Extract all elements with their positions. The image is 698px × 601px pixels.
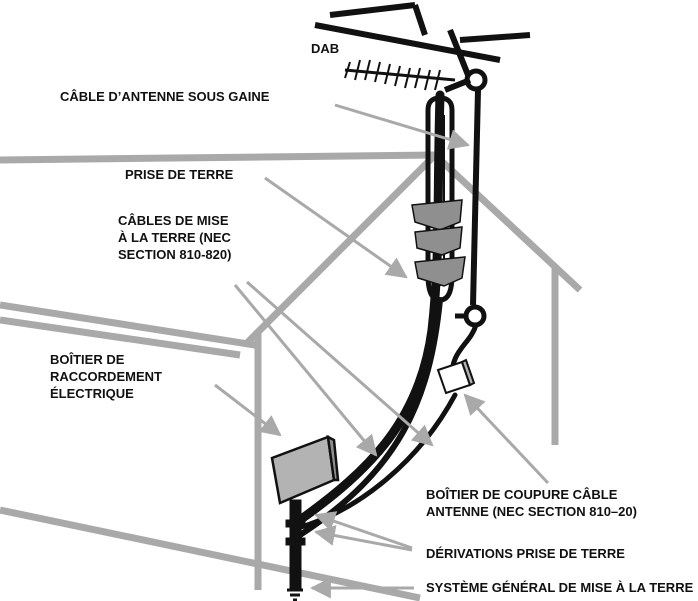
antenna-mast-top [447,28,473,82]
label-pointers [214,103,550,599]
pointer-ground-clamp [264,176,408,279]
lower-roof-top [0,301,256,349]
standoff-ring-bottom [463,304,487,328]
ground-wire-outer [295,90,445,525]
dab-boom [344,68,456,82]
pointer-ground-wires-a [233,284,378,457]
label-electric-box: BOÎTIER DE RACCORDEMENT ÉLECTRIQUE [50,351,162,402]
pointer-ground-clamps-a [314,511,413,550]
ground-wire-inner [297,297,443,538]
pointer-electric-box [214,383,282,437]
pointer-discharge-unit [463,393,550,485]
label-antenna-cable: CÂBLE D’ANTENNE SOUS GAINE [60,89,270,104]
label-discharge-unit: BOÎTIER DE COUPURE CÂBLE ANTENNE (NEC SE… [426,486,637,520]
label-ground-wires-line: SECTION 810-820) [118,247,232,262]
label-ground-wires: CÂBLES DE MISE À LA TERRE (NEC SECTION 8… [118,212,231,263]
dab-elements [344,59,441,91]
label-discharge-unit-line: ANTENNE (NEC SECTION 810–20) [426,504,637,519]
pointer-antenna-cable [334,103,471,150]
label-electric-box-line: BOÎTIER DE [50,352,125,367]
label-ground-wires-line: À LA TERRE (NEC [118,230,231,245]
upper-roof-eave [0,151,436,164]
label-ground-clamps: DÉRIVATIONS PRISE DE TERRE [426,546,625,561]
discharge-unit-box [436,358,476,395]
antenna-crossbar [314,22,501,63]
label-electric-box-line: ÉLECTRIQUE [50,386,134,401]
house-outline [0,151,583,601]
upper-roof-left-slope [242,152,438,348]
label-dab: DAB [311,41,340,56]
pointer-ground-clamps-b [313,525,413,552]
electric-service-box [270,434,340,505]
standoff-brackets [411,199,466,287]
ground-rod [285,499,306,601]
label-electric-box-line: RACCORDEMENT [50,369,162,384]
label-ground-clamp: PRISE DE TERRE [125,167,234,182]
house-wall-base [0,506,421,601]
antenna-mast [470,89,481,306]
upper-roof-right-slope [432,152,583,293]
label-grounding-system: SYSTÈME GÉNÉRAL DE MISE À LA TERRE [426,580,694,595]
mast-ground-wire [443,77,472,93]
pointer-ground-wires-b [246,280,434,447]
label-discharge-unit-line: BOÎTIER DE COUPURE CÂBLE [426,487,618,502]
lower-roof-bottom [0,316,241,359]
antenna [314,2,531,328]
label-ground-wires-line: CÂBLES DE MISE [118,213,229,228]
